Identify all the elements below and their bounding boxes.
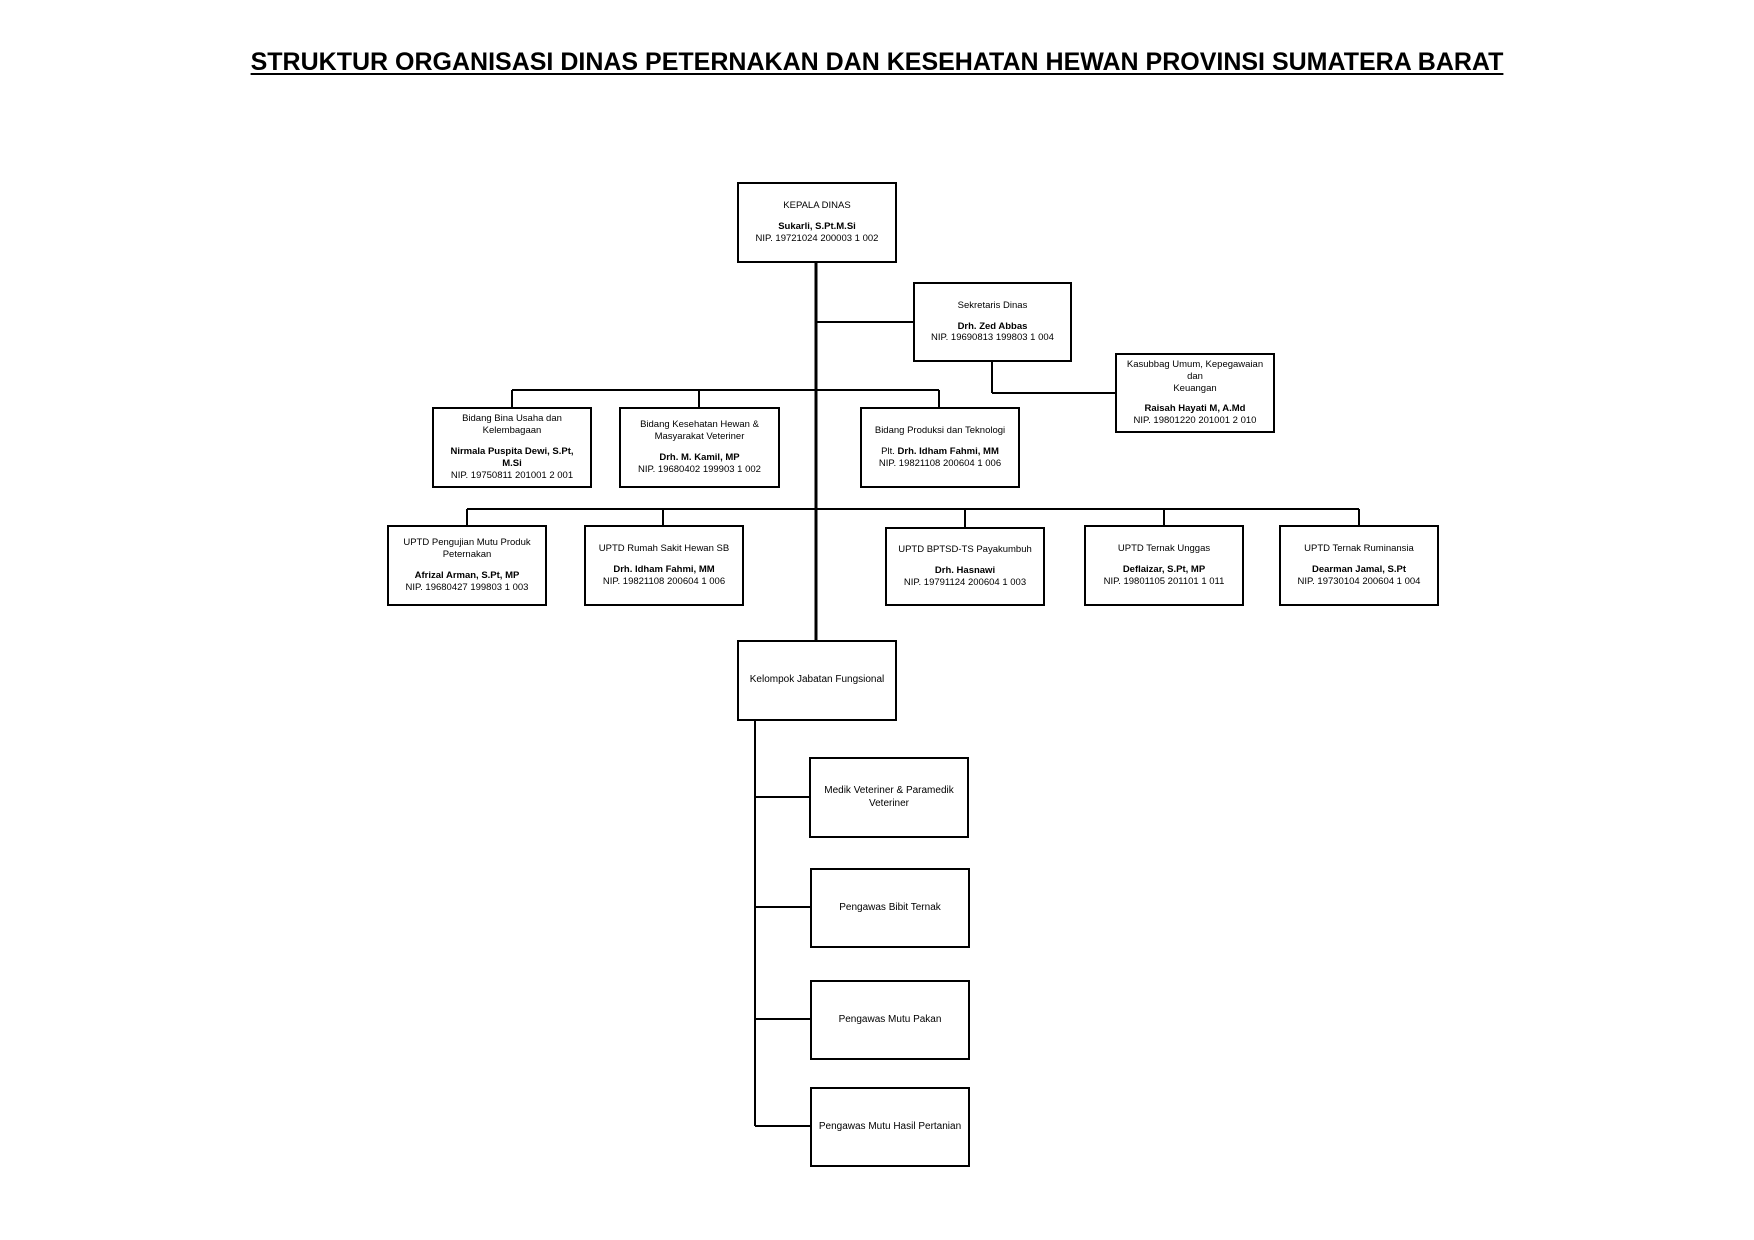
bidang-bina-role-line1: Bidang Bina Usaha dan [462, 413, 562, 425]
uptd-rs-role: UPTD Rumah Sakit Hewan SB [598, 543, 730, 555]
kasubbag-role-line1: Kasubbag Umum, Kepegawaian dan [1126, 358, 1264, 382]
uptd-mutu-role-line1: UPTD Pengujian Mutu Produk [403, 537, 531, 549]
uptd-ruminansia-name: Dearman Jamal, S.Pt [1312, 564, 1406, 576]
uptd-mutu-role-line2: Peternakan [442, 549, 492, 561]
kasubbag-role-line2: Keuangan [1173, 382, 1217, 394]
kepala-dinas-name: Sukarli, S.Pt.M.Si [778, 221, 856, 233]
medik-veteriner-box: Medik Veteriner & Paramedik Veteriner [809, 757, 969, 838]
uptd-ruminansia-nip: NIP. 19730104 200604 1 004 [1297, 575, 1421, 587]
bidang-bina-usaha-box: Bidang Bina Usaha dan Kelembagaan Nirmal… [432, 407, 592, 488]
medik-label-line1: Medik Veteriner & Paramedik [824, 785, 954, 796]
page-title: STRUKTUR ORGANISASI DINAS PETERNAKAN DAN… [250, 48, 1504, 76]
pengawas-mutu-pakan-box: Pengawas Mutu Pakan [810, 980, 970, 1060]
bidang-produksi-name: Drh. Idham Fahmi, MM [897, 446, 999, 458]
uptd-mutu-nip: NIP. 19680427 199803 1 003 [405, 581, 529, 593]
bidang-kesehatan-hewan-box: Bidang Kesehatan Hewan & Masyarakat Vete… [619, 407, 780, 488]
bidang-bina-nip: NIP. 19750811 201001 2 001 [450, 469, 574, 481]
uptd-mutu-name: Afrizal Arman, S.Pt, MP [414, 570, 520, 581]
sekretaris-dinas-box: Sekretaris Dinas Drh. Zed Abbas NIP. 196… [913, 282, 1072, 362]
pengawas-bibit-ternak-box: Pengawas Bibit Ternak [810, 868, 970, 948]
medik-label-line2: Veteriner [868, 797, 910, 809]
sekretaris-dinas-name: Drh. Zed Abbas [957, 320, 1028, 332]
uptd-unggas-name: Deflaizar, S.Pt, MP [1122, 564, 1206, 576]
uptd-ternak-unggas-box: UPTD Ternak Unggas Deflaizar, S.Pt, MP N… [1084, 525, 1244, 606]
bidang-produksi-nip: NIP. 19821108 200604 1 006 [878, 457, 1002, 469]
uptd-bptsd-nip: NIP. 19791124 200604 1 003 [903, 576, 1027, 588]
bidang-keswan-role-line1: Bidang Kesehatan Hewan & [640, 419, 759, 431]
bidang-bina-name: Nirmala Puspita Dewi, S.Pt, M.Si [450, 446, 574, 469]
uptd-ruminansia-role: UPTD Ternak Ruminansia [1304, 543, 1414, 555]
uptd-bptsd-role: UPTD BPTSD-TS Payakumbuh [898, 544, 1032, 556]
bidang-produksi-box: Bidang Produksi dan Teknologi Plt. Drh. … [860, 407, 1020, 488]
uptd-unggas-role: UPTD Ternak Unggas [1117, 543, 1211, 555]
bidang-keswan-role-line2: Masyarakat Veteriner [654, 431, 745, 443]
uptd-unggas-nip: NIP. 19801105 201101 1 011 [1103, 575, 1225, 587]
kasubbag-nip: NIP. 19801220 201001 2 010 [1133, 415, 1257, 427]
pakan-label: Pengawas Mutu Pakan [838, 1013, 942, 1025]
uptd-ternak-ruminansia-box: UPTD Ternak Ruminansia Dearman Jamal, S.… [1279, 525, 1439, 606]
uptd-rumah-sakit-box: UPTD Rumah Sakit Hewan SB Drh. Idham Fah… [584, 525, 744, 606]
fungsional-label: Kelompok Jabatan Fungsional [749, 674, 885, 686]
uptd-rs-nip: NIP. 19821108 200604 1 006 [602, 575, 726, 587]
kasubbag-name: Raisah Hayati M, A.Md [1144, 403, 1246, 415]
kepala-dinas-role: KEPALA DINAS [783, 200, 851, 212]
hasil-label: Pengawas Mutu Hasil Pertanian [818, 1120, 962, 1132]
sekretaris-dinas-role: Sekretaris Dinas [957, 299, 1028, 311]
uptd-bptsd-name: Drh. Hasnawi [934, 565, 996, 577]
bibit-label: Pengawas Bibit Ternak [839, 901, 941, 913]
pengawas-mutu-hasil-pertanian-box: Pengawas Mutu Hasil Pertanian [810, 1087, 970, 1167]
bidang-produksi-role: Bidang Produksi dan Teknologi [874, 425, 1006, 437]
kepala-dinas-nip: NIP. 19721024 200003 1 002 [755, 232, 879, 244]
kepala-dinas-box: KEPALA DINAS Sukarli, S.Pt.M.Si NIP. 197… [737, 182, 897, 263]
bidang-bina-role-line2: Kelembagaan [482, 425, 542, 437]
kasubbag-box: Kasubbag Umum, Kepegawaian dan Keuangan … [1115, 353, 1275, 433]
kelompok-jabatan-fungsional-box: Kelompok Jabatan Fungsional [737, 640, 897, 721]
bidang-keswan-name: Drh. M. Kamil, MP [659, 452, 740, 463]
uptd-rs-name: Drh. Idham Fahmi, MM [613, 564, 715, 576]
sekretaris-dinas-nip: NIP. 19690813 199803 1 004 [931, 332, 1054, 344]
uptd-pengujian-mutu-box: UPTD Pengujian Mutu Produk Peternakan Af… [387, 525, 547, 606]
bidang-keswan-nip: NIP. 19680402 199903 1 002 [638, 463, 761, 475]
bidang-produksi-name-prefix: Plt. [881, 446, 895, 458]
uptd-bptsd-box: UPTD BPTSD-TS Payakumbuh Drh. Hasnawi NI… [885, 527, 1045, 606]
